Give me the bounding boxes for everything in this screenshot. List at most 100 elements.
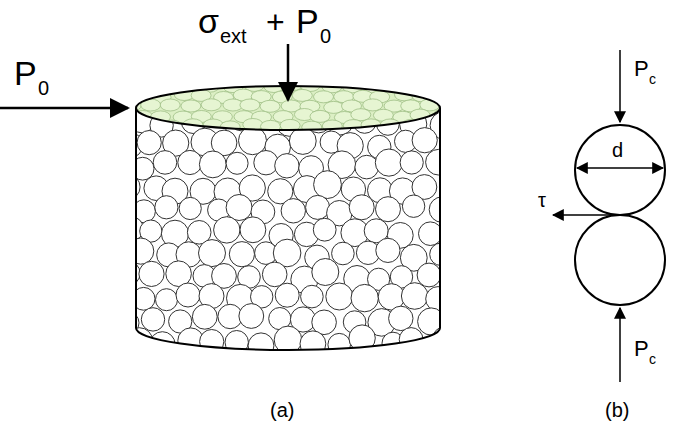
sphere	[431, 89, 451, 101]
sphere	[229, 242, 254, 267]
sphere	[419, 222, 443, 246]
sphere	[434, 109, 454, 121]
grain-circle	[575, 125, 665, 215]
panel-label: (b)	[605, 400, 629, 420]
sphere	[199, 240, 226, 267]
sphere	[375, 149, 402, 176]
sphere	[312, 259, 339, 286]
sphere	[326, 283, 353, 310]
sphere	[426, 149, 452, 175]
sphere	[181, 100, 201, 112]
sphere	[402, 195, 424, 217]
sphere	[401, 283, 428, 310]
sphere	[226, 152, 248, 174]
sphere	[332, 242, 355, 265]
sphere	[239, 127, 267, 155]
dimension-label: d	[612, 140, 623, 160]
sphere	[201, 99, 221, 111]
sphere	[178, 150, 202, 174]
shear-arrow	[553, 214, 620, 216]
sphere	[150, 332, 175, 357]
plus-sign: +	[266, 6, 285, 38]
sphere	[192, 304, 217, 329]
sphere	[313, 218, 336, 241]
sphere	[137, 131, 161, 155]
sphere	[156, 289, 178, 311]
sphere	[144, 121, 164, 133]
sphere	[275, 283, 299, 307]
sphere	[248, 333, 274, 359]
subscript: 0	[38, 78, 49, 98]
sphere	[239, 304, 264, 329]
sphere	[351, 284, 378, 311]
sphere	[306, 195, 330, 219]
sphere	[214, 217, 240, 243]
sphere	[225, 331, 248, 354]
sphere-packing	[115, 84, 457, 359]
cylinder-wall	[136, 108, 440, 350]
sphere	[143, 79, 163, 91]
subscript: c	[649, 352, 656, 366]
sphere	[240, 99, 260, 111]
sphere	[417, 263, 441, 287]
subscript: c	[649, 72, 656, 86]
sphere	[283, 79, 303, 91]
sphere	[400, 151, 423, 174]
sphere	[160, 99, 180, 111]
sphere	[376, 197, 401, 222]
pressure-symbol: P	[14, 56, 37, 90]
sphere	[153, 151, 177, 175]
sphere	[412, 128, 437, 153]
sphere	[433, 327, 455, 349]
sphere	[176, 283, 200, 307]
subscript: 0	[320, 26, 331, 46]
grain-circle	[575, 215, 665, 305]
panel-label: (a)	[270, 400, 294, 420]
sphere	[403, 79, 423, 91]
stress-symbol: σ	[198, 4, 219, 38]
sphere	[155, 196, 178, 219]
sphere	[275, 154, 299, 178]
sphere	[292, 89, 312, 101]
sphere	[426, 287, 451, 312]
subscript: ext	[220, 26, 247, 46]
load-arrow	[287, 44, 290, 100]
sphere	[128, 238, 154, 264]
force-arrow	[619, 308, 621, 382]
sphere	[121, 80, 141, 92]
sphere	[300, 331, 326, 357]
sphere	[141, 308, 164, 331]
sphere	[349, 195, 374, 220]
sphere	[260, 100, 280, 112]
sphere	[424, 80, 444, 92]
sphere	[199, 151, 226, 178]
sphere	[161, 80, 181, 92]
sphere	[389, 306, 413, 330]
sphere	[200, 330, 224, 354]
sphere	[120, 121, 140, 133]
force-arrow	[619, 50, 621, 122]
diameter-arrow	[577, 167, 663, 169]
sphere	[302, 121, 322, 133]
sphere	[314, 171, 342, 199]
sphere	[254, 151, 278, 175]
sphere	[376, 238, 400, 262]
pressure-arrow	[0, 107, 128, 110]
sphere	[262, 262, 287, 287]
sphere	[355, 155, 379, 179]
sphere	[301, 285, 324, 308]
sphere	[240, 217, 266, 243]
pressure-symbol: P	[296, 4, 319, 38]
sphere	[343, 120, 363, 132]
sphere	[328, 333, 351, 356]
sphere	[139, 261, 164, 286]
sphere	[131, 157, 154, 180]
sphere	[381, 79, 401, 91]
force-symbol: P	[634, 58, 649, 80]
sphere	[289, 128, 316, 155]
sphere	[220, 121, 240, 133]
shear-symbol: τ	[538, 190, 546, 210]
force-symbol: P	[634, 338, 649, 360]
